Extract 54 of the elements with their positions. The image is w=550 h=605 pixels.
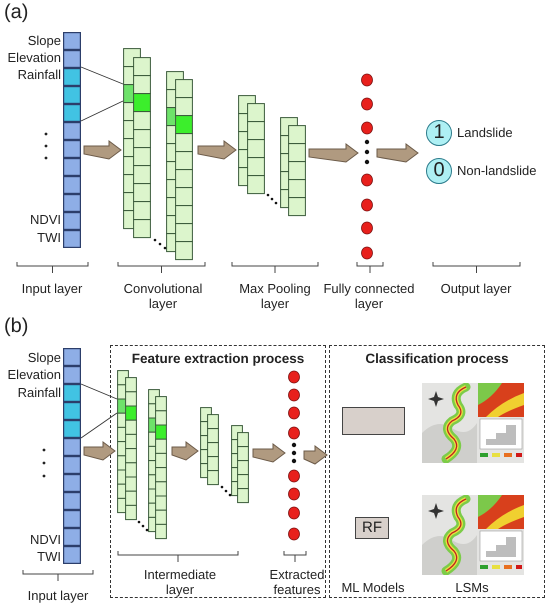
projection-line [80, 412, 118, 438]
output-node: 1 [426, 120, 452, 146]
feature-label: Slope [26, 350, 61, 365]
layer-caption: Fully connected layer [322, 281, 416, 311]
layer-caption: Extracted features [268, 567, 326, 597]
input-vector [63, 348, 81, 564]
feature-label: Elevation [6, 367, 61, 382]
neuron-column [360, 73, 374, 261]
block-arrow [252, 443, 286, 463]
feature-label: Rainfall [16, 385, 61, 400]
class-label: Non-landslide [457, 163, 536, 178]
layer-caption: Input layer [20, 281, 84, 296]
model-box: RF [355, 517, 389, 539]
process-panel [329, 345, 545, 598]
block-arrow [172, 441, 199, 461]
picture [422, 495, 524, 575]
feature-label: NDVI [28, 532, 61, 547]
feature-map-stack [117, 370, 169, 540]
panel-tag: (a) [4, 0, 28, 24]
feature-label: Slope [26, 33, 61, 48]
feature-label: TWI [36, 549, 61, 564]
feature-map-stack [200, 407, 250, 503]
feature-label: Elevation [6, 50, 61, 65]
picture [422, 383, 524, 463]
panel-tag: (b) [4, 314, 28, 338]
block-arrow [198, 140, 237, 160]
feature-label: Rainfall [16, 67, 61, 82]
feature-map-stack [123, 48, 195, 259]
panel-title: Feature extraction process [130, 351, 306, 366]
layer-caption: Output layer [440, 281, 512, 296]
block-arrow [308, 143, 359, 163]
block-arrow [84, 441, 116, 461]
layer-caption: LSMs [454, 580, 490, 595]
process-panel [110, 345, 326, 598]
feature-map-stack [238, 95, 306, 215]
block-arrow [376, 143, 419, 163]
projection-line [80, 100, 124, 122]
feature-label: NDVI [28, 212, 61, 227]
model-box [342, 407, 405, 435]
layer-caption: Convolutional layer [122, 281, 204, 311]
class-label: Landslide [457, 125, 513, 140]
layer-caption: Intermediate layer [142, 567, 218, 597]
panel-title: Classification process [364, 351, 510, 366]
projection-line [80, 66, 124, 84]
block-arrow [304, 445, 328, 465]
layer-caption: Input layer [26, 588, 90, 603]
block-arrow [84, 140, 122, 160]
feature-label: TWI [36, 230, 61, 245]
neuron-column [287, 370, 301, 542]
layer-caption: ML Models [340, 580, 406, 595]
projection-line [80, 384, 118, 400]
input-vector [63, 32, 81, 248]
output-node: 0 [426, 158, 452, 184]
layer-caption: Max Pooling layer [238, 281, 312, 311]
